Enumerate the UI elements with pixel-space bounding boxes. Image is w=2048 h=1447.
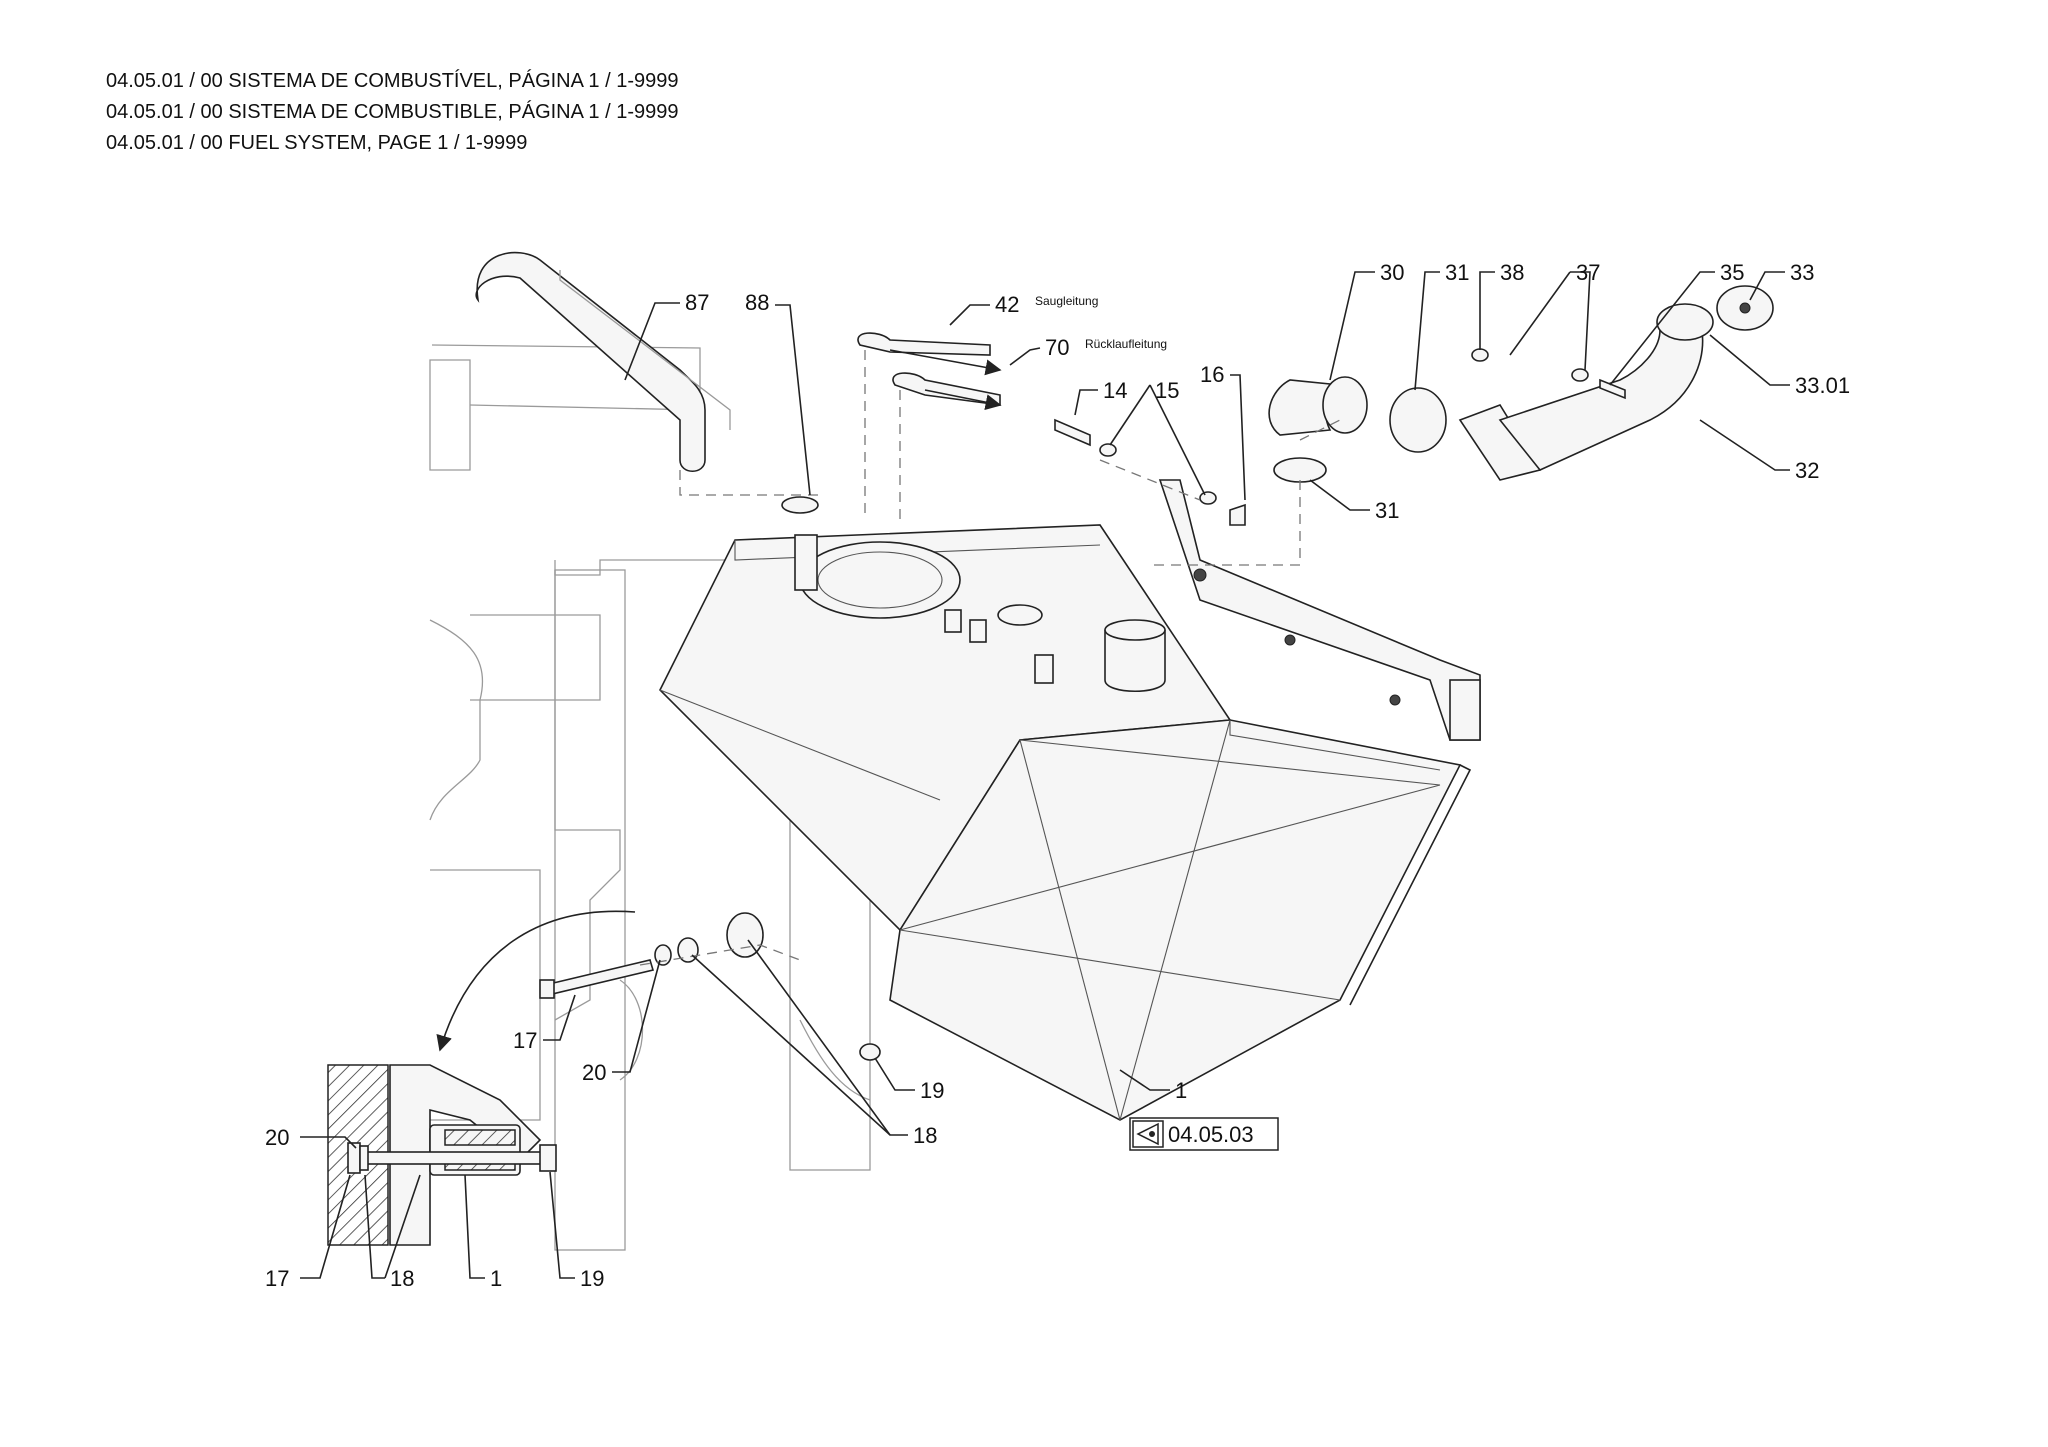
- callout-88: 88: [745, 290, 769, 315]
- bolt-14-washers-15-nut-16: [1054, 418, 1246, 526]
- detail-callout-19: 19: [580, 1266, 604, 1291]
- callout-37: 37: [1576, 260, 1600, 285]
- page-reference-label: 04.05.03: [1168, 1122, 1254, 1147]
- callout-20: 20: [582, 1060, 606, 1085]
- fuel-tank: [659, 524, 1472, 1121]
- detail-callout-1: 1: [490, 1266, 502, 1291]
- callout-19: 19: [920, 1078, 944, 1103]
- callout-16: 16: [1200, 362, 1224, 387]
- callout-31-top: 31: [1445, 260, 1469, 285]
- callout-35: 35: [1720, 260, 1744, 285]
- detail-callout-18: 18: [390, 1266, 414, 1291]
- note-return-line: Rücklaufleitung: [1085, 337, 1167, 351]
- detail-callout-20: 20: [265, 1125, 289, 1150]
- callout-14: 14: [1103, 378, 1127, 403]
- callout-labels: 87 88 42 Saugleitung 70 Rücklaufleitung …: [265, 260, 1850, 1291]
- page-reference-icon: [1136, 1122, 1159, 1146]
- callout-70: 70: [1045, 335, 1069, 360]
- detail-callout-17: 17: [265, 1266, 289, 1291]
- detail-section-view: [327, 1064, 557, 1246]
- page-reference-box[interactable]: 04.05.03: [1129, 1117, 1279, 1151]
- page-header: 04.05.01 / 00 SISTEMA DE COMBUSTÍVEL, PÁ…: [106, 66, 678, 159]
- header-line-english: 04.05.01 / 00 FUEL SYSTEM, PAGE 1 / 1-99…: [106, 132, 528, 154]
- callout-32: 32: [1795, 458, 1819, 483]
- callout-33-01: 33.01: [1795, 373, 1850, 398]
- callout-15: 15: [1155, 378, 1179, 403]
- callout-42: 42: [995, 292, 1019, 317]
- filler-pipe-assembly: [1150, 285, 1774, 566]
- note-suction-line: Saugleitung: [1035, 294, 1098, 308]
- callout-87: 87: [685, 290, 709, 315]
- leader-lines: [300, 271, 1790, 1279]
- callout-31-lower: 31: [1375, 498, 1399, 523]
- hose-87: [475, 251, 731, 473]
- callout-30: 30: [1380, 260, 1404, 285]
- callout-18: 18: [913, 1123, 937, 1148]
- fuel-lines: [857, 332, 1002, 520]
- callout-38: 38: [1500, 260, 1524, 285]
- mounting-hardware: [436, 910, 881, 1061]
- callout-17: 17: [513, 1028, 537, 1053]
- tank-bracket: [1158, 479, 1481, 741]
- header-line-portuguese: 04.05.01 / 00 SISTEMA DE COMBUSTÍVEL, PÁ…: [106, 70, 679, 92]
- part-88: [679, 470, 820, 514]
- callout-33: 33: [1790, 260, 1814, 285]
- header-line-spanish: 04.05.01 / 00 SISTEMA DE COMBUSTIBLE, PÁ…: [106, 101, 679, 123]
- callout-1: 1: [1175, 1078, 1187, 1103]
